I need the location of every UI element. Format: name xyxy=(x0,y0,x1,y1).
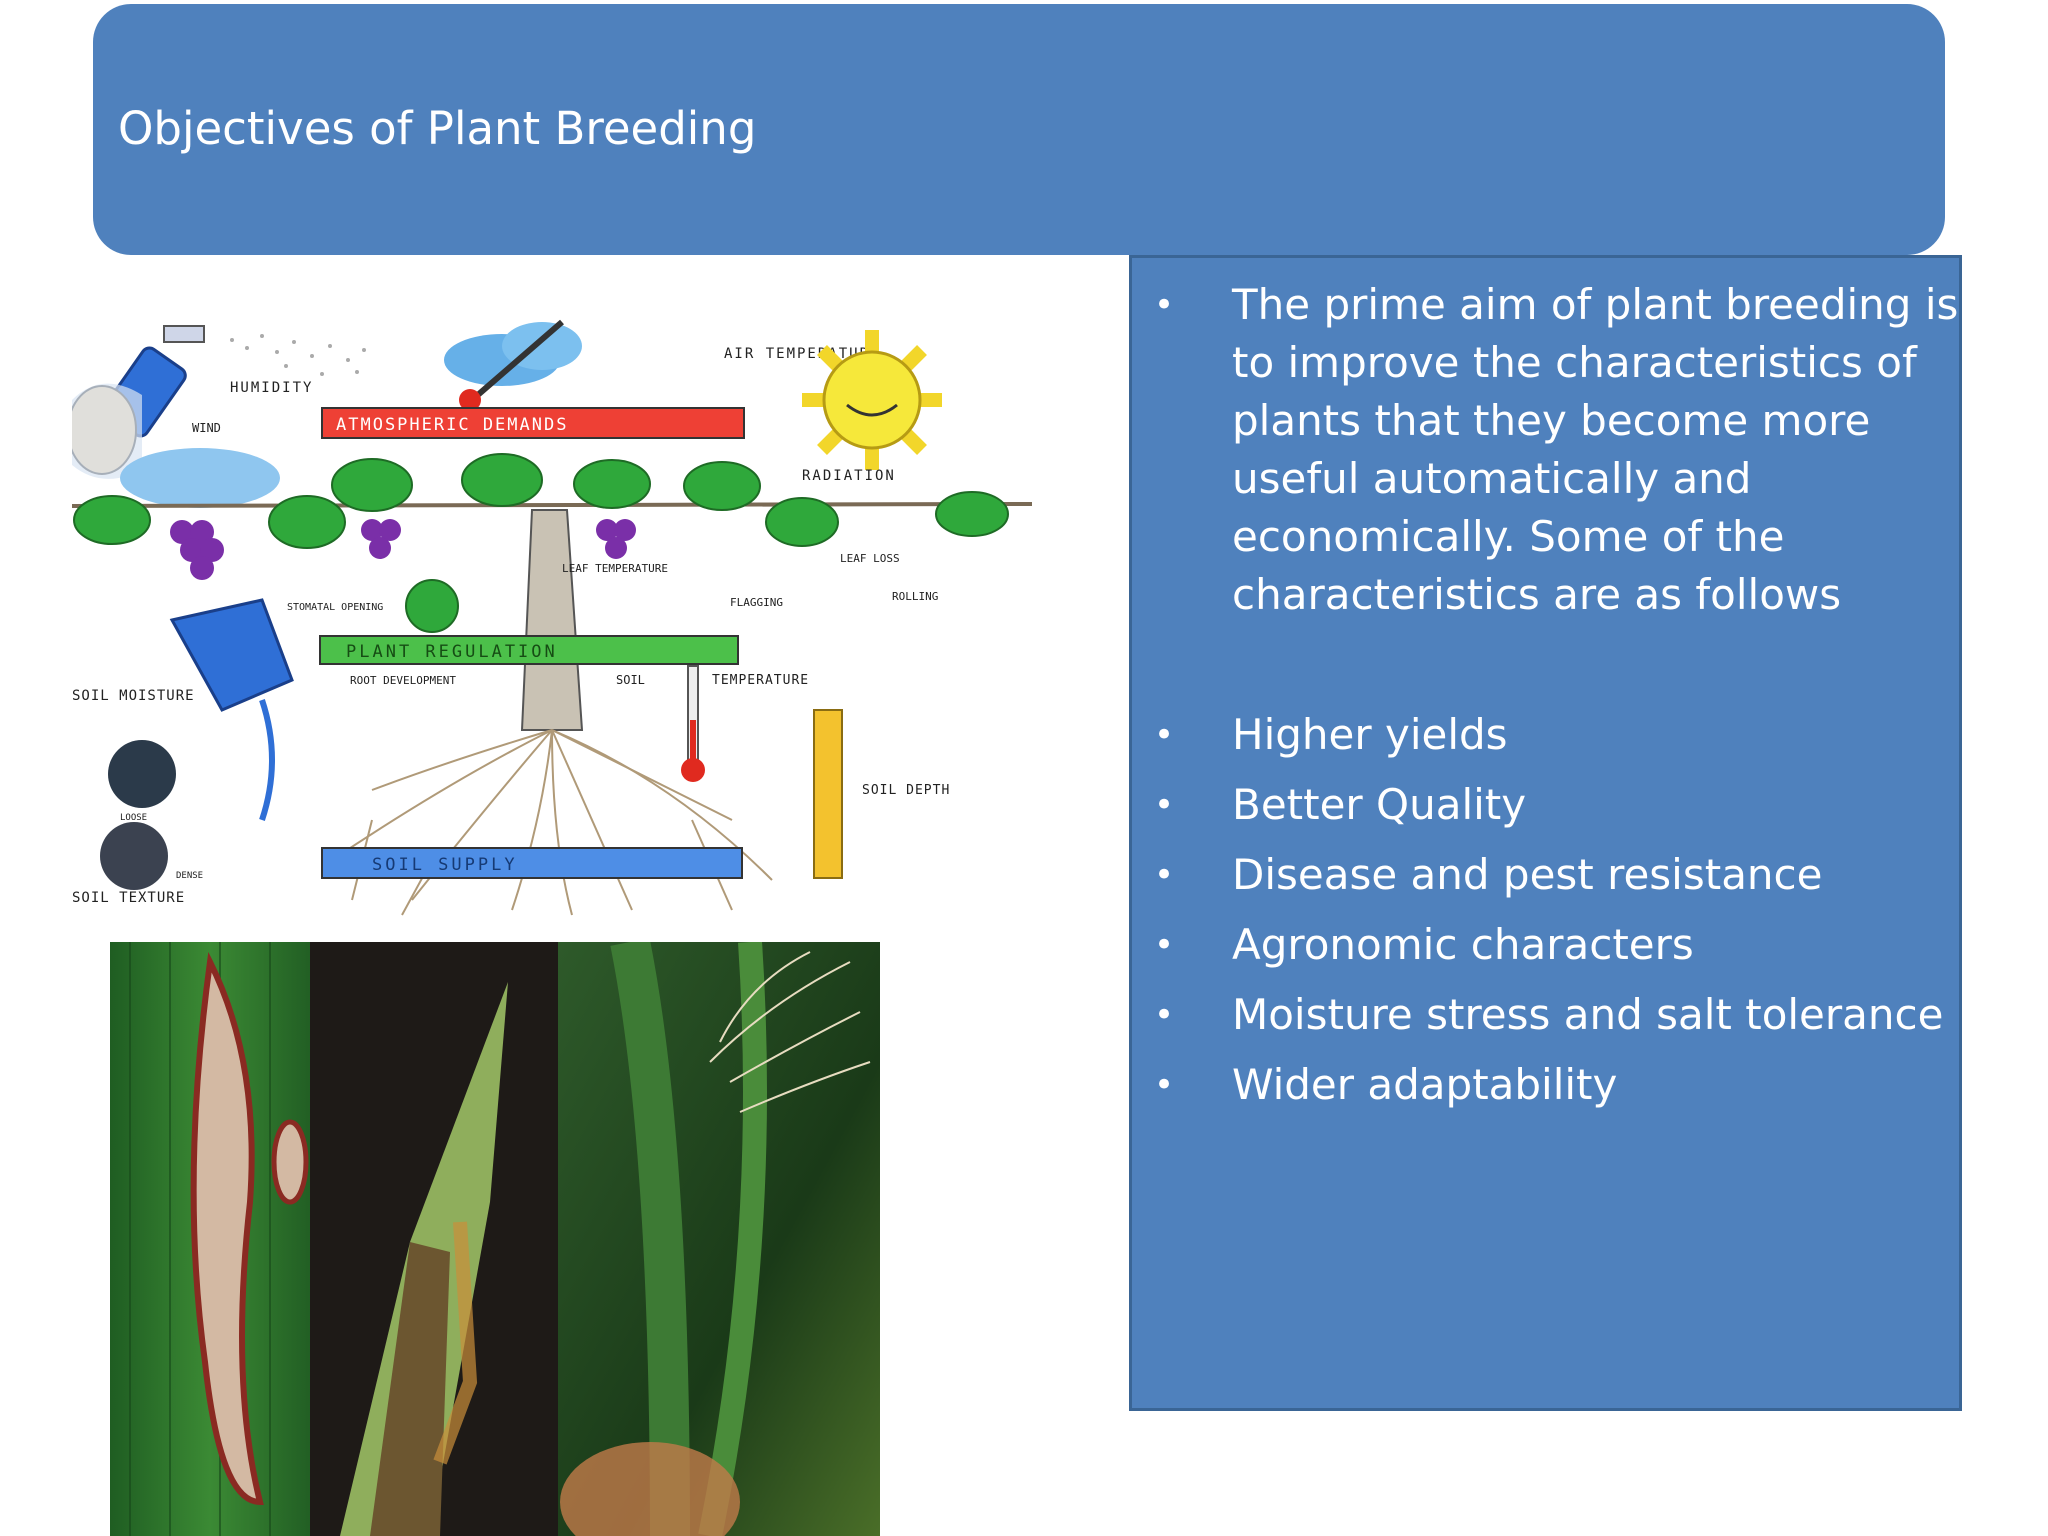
bullet-icon: • xyxy=(1154,715,1175,755)
bullet-icon: • xyxy=(1154,1065,1175,1105)
list-item: • Higher yields xyxy=(1132,700,1962,770)
label-dense: DENSE xyxy=(176,871,203,881)
label-soil: SOIL xyxy=(616,673,645,687)
intro-list: • The prime aim of plant breeding is to … xyxy=(1132,276,1962,624)
label-loose: LOOSE xyxy=(120,813,147,823)
list-item-text: Agronomic characters xyxy=(1232,920,1694,969)
bullet-icon: • xyxy=(1154,925,1175,965)
list-item: • Agronomic characters xyxy=(1132,910,1962,980)
characteristics-list: • Higher yields • Better Quality • Disease … xyxy=(1132,700,1962,1120)
label-flagging: FLAGGING xyxy=(730,596,783,609)
list-item-text: Disease and pest resistance xyxy=(1232,850,1823,899)
grape-cluster-icons xyxy=(170,519,636,580)
list-item-text: Higher yields xyxy=(1232,710,1508,759)
plant-regulation-band xyxy=(319,635,739,665)
lesion-small xyxy=(271,1119,309,1205)
label-soil-supply: SOIL SUPPLY xyxy=(372,855,518,875)
content-box: • The prime aim of plant breeding is to … xyxy=(1129,255,1962,1411)
label-plant-regulation: PLANT REGULATION xyxy=(346,642,558,662)
bullet-icon: • xyxy=(1154,285,1175,325)
dense-soil-icon xyxy=(100,822,168,890)
label-temperature: TEMPERATURE xyxy=(712,673,809,688)
sun-icon xyxy=(802,330,942,470)
label-stomatal-opening: STOMATAL OPENING xyxy=(287,602,383,613)
tree-trunk xyxy=(520,509,584,731)
label-rolling: ROLLING xyxy=(892,590,938,603)
soil-supply-band xyxy=(321,847,743,879)
soil-depth-ruler xyxy=(813,709,843,879)
soil-thermometer-icon xyxy=(681,665,705,782)
label-humidity: HUMIDITY xyxy=(230,380,313,396)
atmospheric-demands-band xyxy=(321,407,745,439)
cloud-thermometer-icon xyxy=(444,319,582,411)
diseased-leaves-photo xyxy=(110,942,880,1536)
label-leaf-loss: LEAF LOSS xyxy=(840,552,900,565)
list-item-text: Moisture stress and salt tolerance xyxy=(1232,990,1944,1039)
title-bar: Objectives of Plant Breeding xyxy=(93,4,1945,255)
lesion-large xyxy=(190,951,264,1506)
label-soil-depth: SOIL DEPTH xyxy=(862,783,950,798)
water-jug-icon xyxy=(169,598,294,821)
intro-item: • The prime aim of plant breeding is to … xyxy=(1132,276,1962,624)
list-item-text: Wider adaptability xyxy=(1232,1060,1618,1109)
stomata-icon xyxy=(405,579,459,633)
list-item: • Moisture stress and salt tolerance xyxy=(1132,980,1962,1050)
list-item: • Wider adaptability xyxy=(1132,1050,1962,1120)
list-item: • Disease and pest resistance xyxy=(1132,840,1962,910)
vine-leaves xyxy=(73,453,1009,549)
slide-title: Objectives of Plant Breeding xyxy=(118,102,757,155)
bullet-icon: • xyxy=(1154,855,1175,895)
plant-environment-diagram: HUMIDITY AIR TEMPERATURE WIND ATMOSPHERI… xyxy=(72,319,1033,916)
label-soil-moisture: SOIL MOISTURE xyxy=(72,688,195,704)
label-wind: WIND xyxy=(192,421,221,435)
label-radiation: RADIATION xyxy=(802,468,896,484)
label-leaf-temperature: LEAF TEMPERATURE xyxy=(562,562,668,575)
loose-soil-icon xyxy=(108,740,176,808)
bullet-icon: • xyxy=(1154,995,1175,1035)
wind-face-icon xyxy=(72,383,280,508)
label-root-development: ROOT DEVELOPMENT xyxy=(350,674,456,687)
list-item-text: Better Quality xyxy=(1232,780,1527,829)
list-item: • Better Quality xyxy=(1132,770,1962,840)
bullet-icon: • xyxy=(1154,785,1175,825)
root-system xyxy=(331,729,773,916)
intro-text: The prime aim of plant breeding is to im… xyxy=(1232,280,1959,619)
label-soil-texture: SOIL TEXTURE xyxy=(72,890,185,906)
label-atmospheric-demands: ATMOSPHERIC DEMANDS xyxy=(336,415,568,435)
